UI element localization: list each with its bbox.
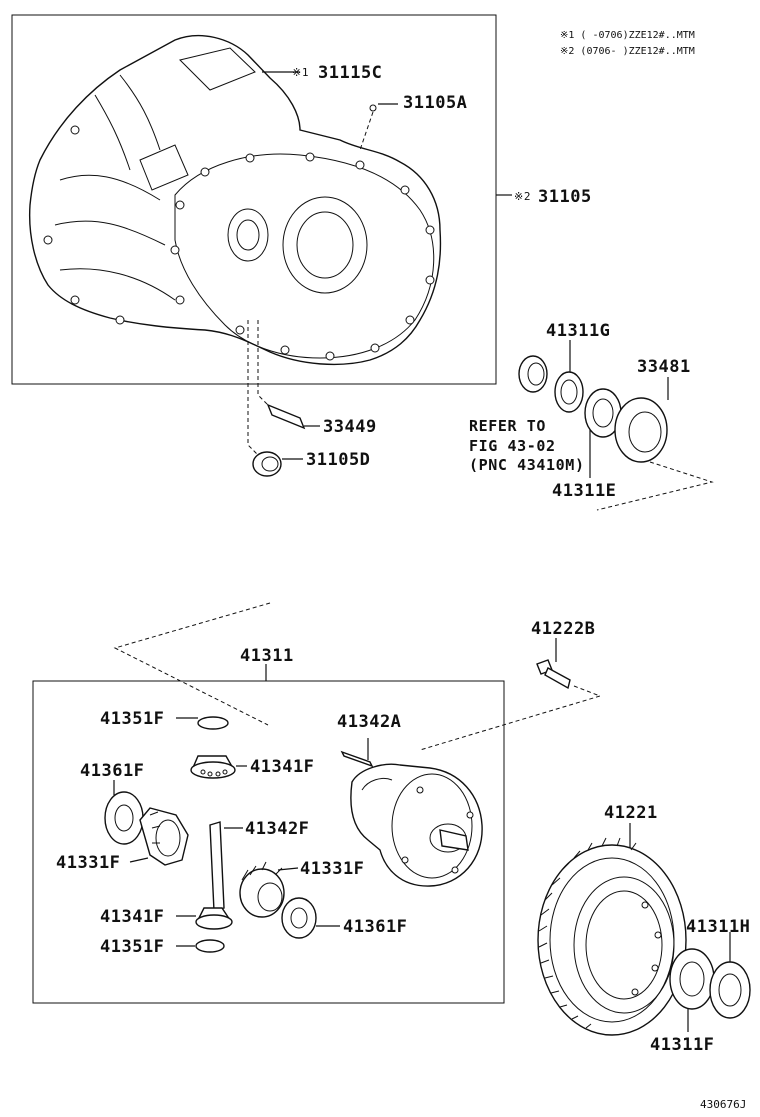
label-31115c-mark: ※1 — [292, 66, 309, 79]
transmission-case-frame — [11, 14, 497, 385]
washer-41361f-right-drawing — [281, 897, 317, 939]
refer-note-line-2: FIG 43-02 — [469, 437, 556, 455]
bearing-set-drawing — [518, 355, 714, 511]
label-41342f: 41342F — [245, 819, 309, 839]
legend-line-1: ※1 ( -0706)ZZE12#..MTM — [560, 30, 695, 41]
label-31105d: 31105D — [306, 450, 370, 470]
label-41221: 41221 — [604, 803, 658, 823]
label-41311h: 41311H — [686, 917, 750, 937]
label-41342a: 41342A — [337, 712, 401, 732]
label-41341f-top: 41341F — [250, 757, 314, 777]
refer-note-line-1: REFER TO — [469, 417, 546, 435]
refer-note-line-3: (PNC 43410M) — [469, 456, 585, 474]
label-41351f-top: 41351F — [100, 709, 164, 729]
transmission-case-drawing — [28, 34, 442, 366]
washer-41361f-left-drawing — [104, 791, 144, 845]
pin-41342a-drawing — [340, 750, 374, 768]
side-gear-41331f-right-drawing — [239, 861, 285, 918]
ring-gear-41221-drawing — [537, 837, 687, 1036]
label-41361f-left: 41361F — [80, 761, 144, 781]
label-41331f-right: 41331F — [300, 859, 364, 879]
label-41311f: 41311F — [650, 1035, 714, 1055]
shaft-41342f-drawing — [209, 821, 225, 912]
label-31115c: 31115C — [318, 63, 382, 83]
bearing-41311h-drawing — [669, 948, 751, 1019]
pinion-41341f-bottom-drawing — [195, 907, 233, 930]
pin-33449-drawing — [257, 320, 306, 430]
label-41351f-bottom: 41351F — [100, 937, 164, 957]
bolt-41222b-drawing — [419, 659, 602, 751]
label-31105: 31105 — [538, 187, 592, 207]
label-41361f-right: 41361F — [343, 917, 407, 937]
washer-41351f-top — [197, 716, 229, 730]
seal-31105d-drawing — [247, 320, 282, 477]
differential-case-drawing — [350, 763, 483, 887]
label-33449: 33449 — [323, 417, 377, 437]
side-gear-41331f-left-drawing — [139, 807, 189, 866]
label-31105a: 31105A — [403, 93, 467, 113]
label-41311: 41311 — [240, 646, 294, 666]
pinion-41341f-top-drawing — [190, 755, 236, 779]
legend-line-2: ※2 (0706- )ZZE12#..MTM — [560, 46, 695, 57]
label-41341f-bottom: 41341F — [100, 907, 164, 927]
label-41222b: 41222B — [531, 619, 595, 639]
label-31105-mark: ※2 — [514, 190, 531, 203]
differential-frame — [32, 680, 505, 1004]
label-33481: 33481 — [637, 357, 691, 377]
washer-41351f-bottom — [195, 939, 225, 953]
label-41331f-left: 41331F — [56, 853, 120, 873]
label-41311e: 41311E — [552, 481, 616, 501]
catalog-code: 430676J — [700, 1098, 746, 1111]
label-41311g: 41311G — [546, 321, 610, 341]
